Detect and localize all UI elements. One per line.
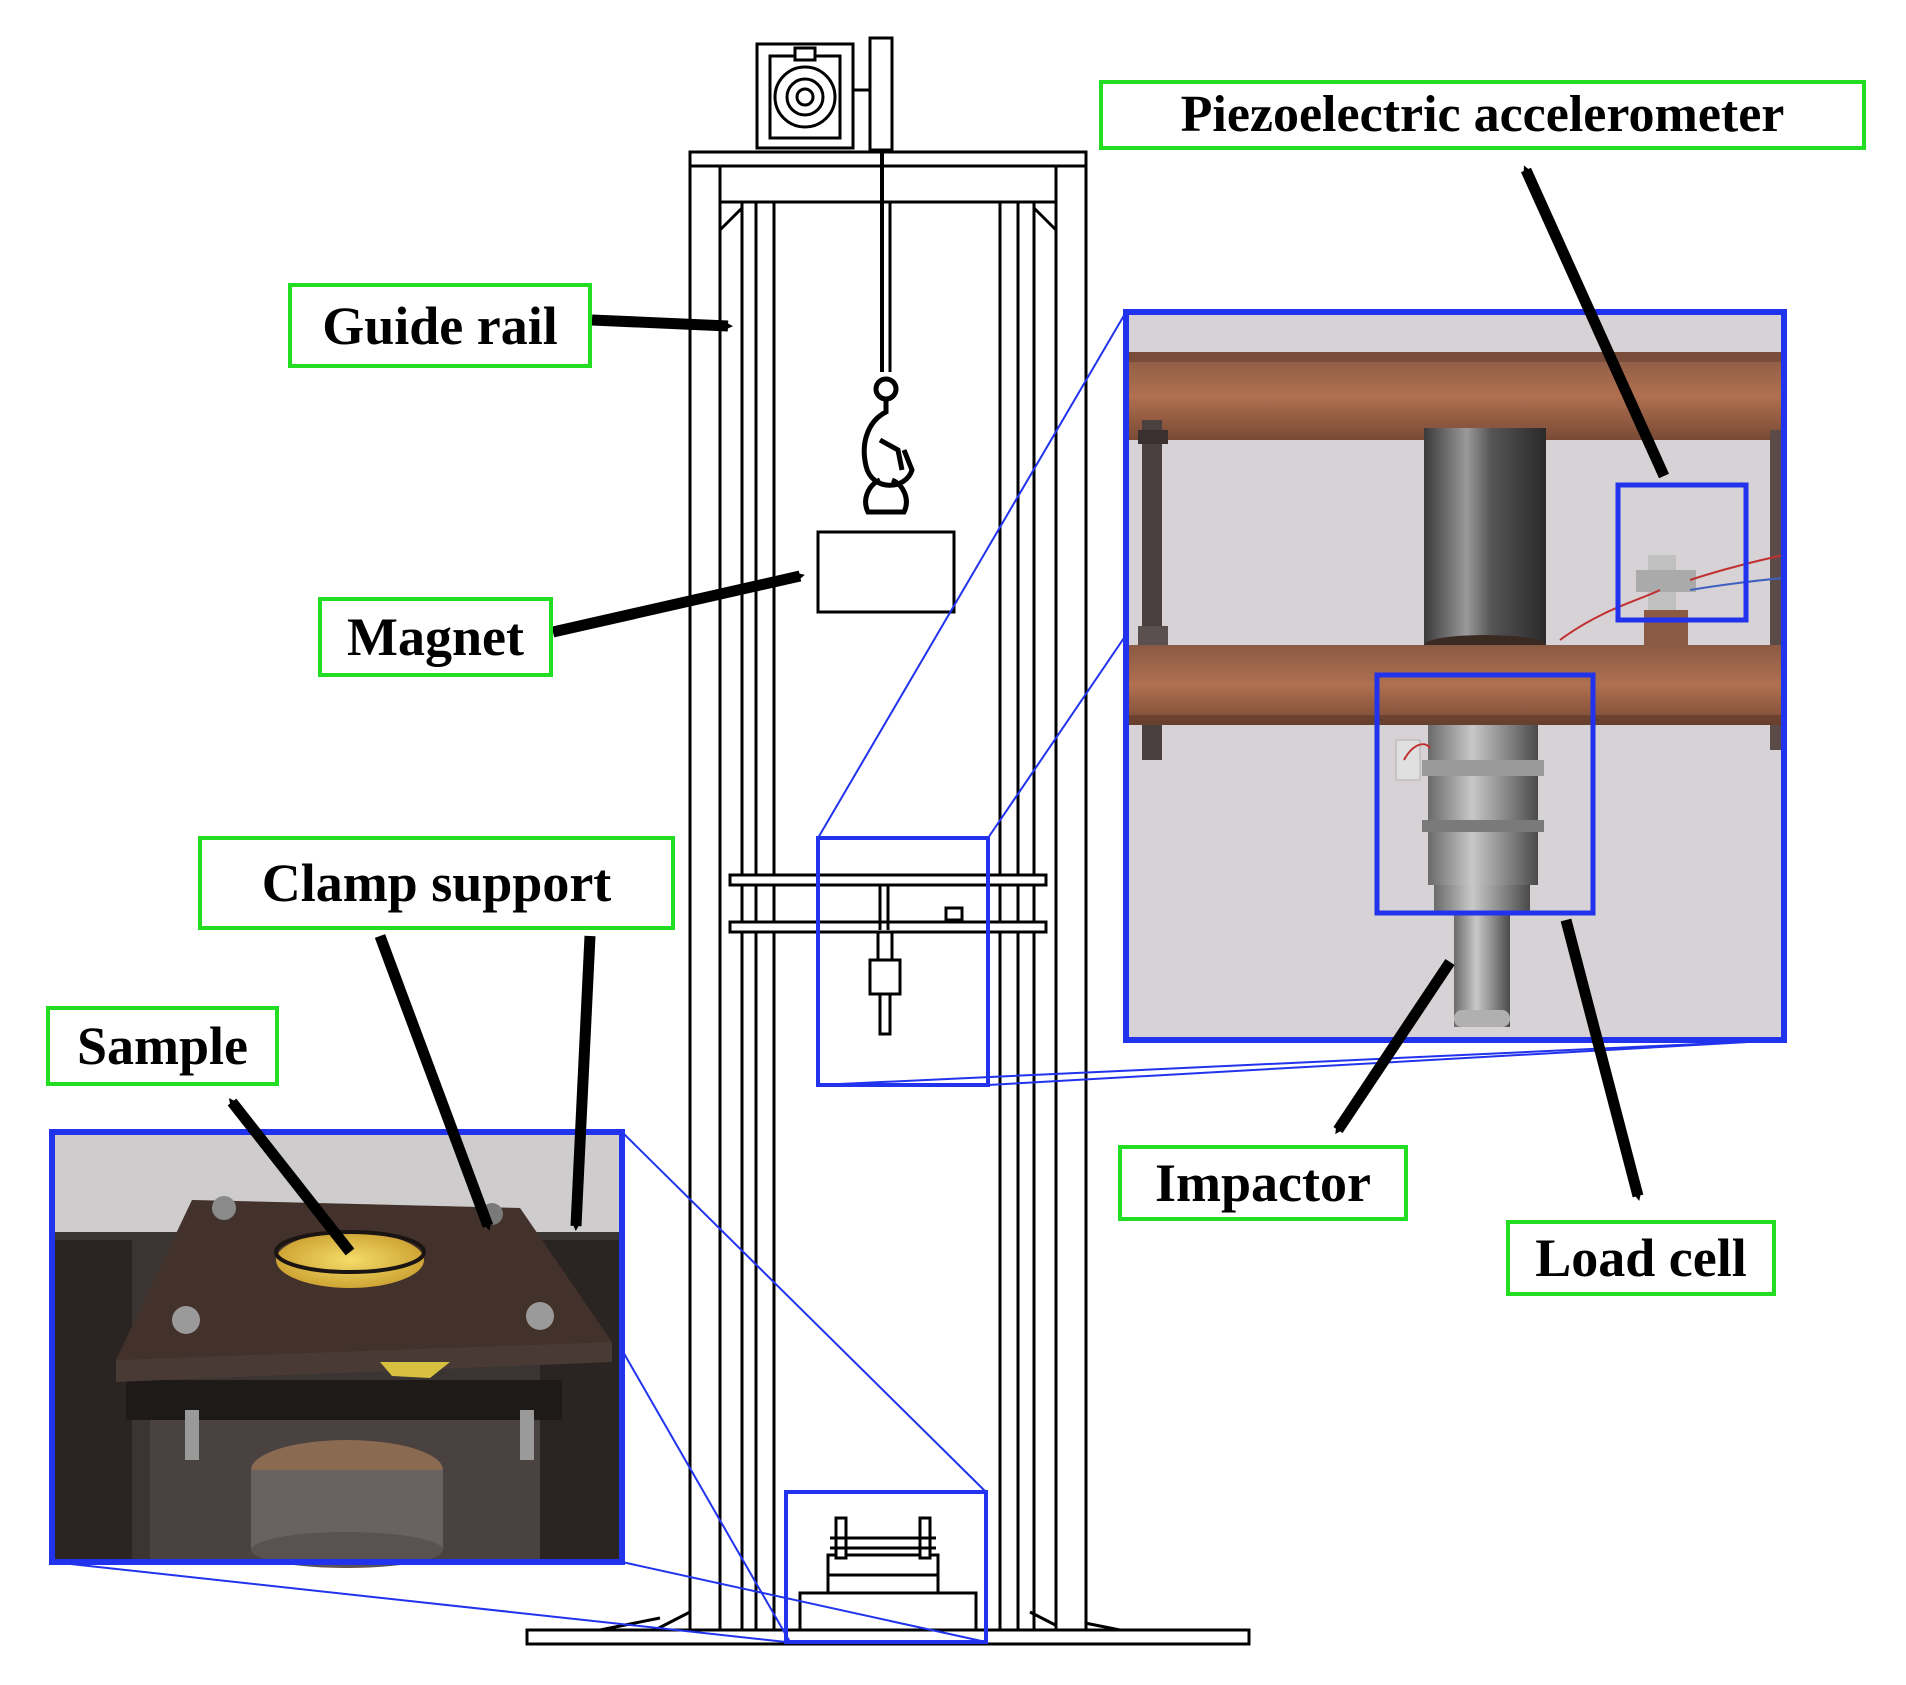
top-cross-beam (718, 164, 1058, 204)
arrow-icon-piezo (1520, 165, 1670, 479)
fixture-photo (52, 1132, 622, 1568)
top-beam (688, 150, 1088, 168)
magnet-block (816, 530, 956, 614)
label-clamp-support: Clamp support (198, 836, 675, 930)
arrow-icon-magnet (551, 570, 805, 638)
left-column (688, 164, 722, 1632)
fixture-zoom-source-box (784, 1490, 988, 1644)
arrows (227, 165, 1670, 1256)
label-guide-rail: Guide rail (288, 283, 592, 368)
label-sample: Sample (46, 1006, 279, 1086)
label-piezoelectric-accelerometer: Piezoelectric accelerometer (1099, 80, 1866, 150)
load-cell-highlight-box (1374, 672, 1596, 916)
arrow-icon-clamp-left (374, 934, 494, 1231)
label-magnet: Magnet (318, 597, 553, 677)
impactor-photo-frame (1123, 309, 1787, 1043)
fixture-photo-frame (49, 1129, 625, 1565)
label-load-cell: Load cell (1506, 1220, 1776, 1296)
arrow-icon-impactor (1333, 958, 1455, 1135)
label-impactor: Impactor (1118, 1145, 1408, 1221)
gear-motor-icon (755, 36, 894, 152)
impactor-zoom-source-box (816, 836, 990, 1087)
right-column (1054, 164, 1088, 1632)
base-gussets (599, 1610, 1121, 1632)
accelerometer-highlight-box (1615, 482, 1749, 623)
test-frame (525, 36, 1251, 1646)
hook-icon (861, 376, 915, 515)
arrow-icon-guide-rail (591, 314, 733, 332)
sample-disc (276, 1232, 424, 1288)
arrow-icon-clamp-right (570, 935, 596, 1231)
arrow-icon-load-cell (1560, 918, 1644, 1201)
arrow-icon-sample (227, 1098, 355, 1256)
impactor-photo (1126, 312, 1785, 1040)
